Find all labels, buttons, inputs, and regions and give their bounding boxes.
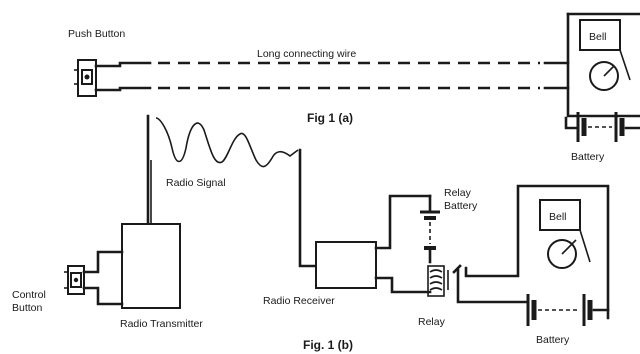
battery-b-label: Battery (536, 334, 570, 346)
bell-b-label: Bell (549, 211, 567, 223)
fig-1b-caption: Fig. 1 (b) (303, 338, 353, 352)
relay-circuit-wire (374, 194, 432, 250)
battery-a-label: Battery (571, 151, 605, 163)
wire-a-bottom-solid (94, 86, 152, 92)
long-wire-label: Long connecting wire (257, 48, 356, 60)
bell-b-unit: Bell (456, 184, 610, 320)
control-button (64, 250, 124, 306)
fig-1a-caption: Fig 1 (a) (307, 111, 353, 125)
radio-transmitter (121, 223, 181, 309)
fig-1a: Push Button Long connecting wire Bell (68, 12, 640, 163)
push-button-label: Push Button (68, 28, 125, 40)
wire-a-top-solid (94, 61, 152, 68)
battery-b (526, 294, 610, 326)
receiver-antenna (298, 148, 318, 268)
relay-battery-label-1: Relay (444, 187, 472, 199)
radio-receiver-label: Radio Receiver (263, 295, 335, 307)
control-button-label-2: Button (12, 302, 43, 314)
bell-b-box (539, 199, 581, 231)
control-button-label-1: Control (12, 289, 46, 301)
bell-a-unit: Bell (566, 12, 640, 118)
relay-battery (420, 194, 440, 264)
radio-signal-label: Radio Signal (166, 177, 226, 189)
bell-a-box (579, 19, 621, 51)
radio-receiver (315, 241, 377, 289)
bell-a-label: Bell (589, 31, 607, 43)
battery-a (564, 112, 640, 142)
relay-label: Relay (418, 316, 446, 328)
fig-1b: Radio Signal Radio Transmitter Control B… (12, 114, 610, 352)
radio-transmitter-label: Radio Transmitter (120, 318, 203, 330)
relay-battery-label-2: Battery (444, 200, 478, 212)
radio-signal-wave (155, 117, 299, 168)
push-button (74, 59, 97, 97)
relay-coil (427, 264, 462, 297)
